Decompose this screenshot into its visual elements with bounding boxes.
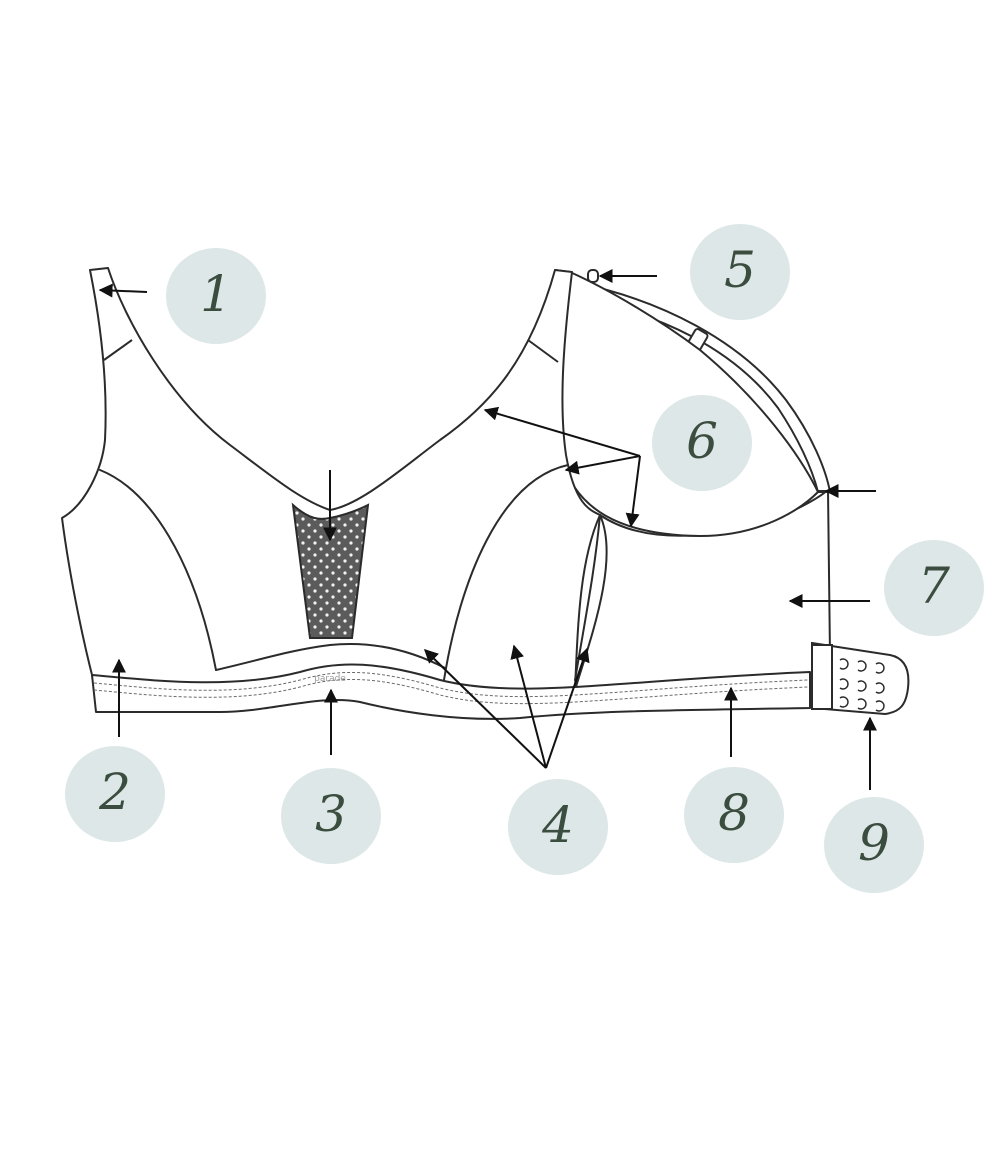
svg-text:3: 3	[315, 785, 347, 843]
callout-6: 6	[652, 395, 752, 491]
callout-group: 1 2 3 4 5 6 7 8	[65, 224, 984, 893]
underband-top-seam	[215, 643, 446, 671]
underband-stitch-line-2	[93, 678, 809, 705]
arrow-4c	[545, 647, 590, 769]
svg-text:6: 6	[686, 412, 718, 470]
callout-1: 1	[166, 248, 266, 344]
arrow-1	[98, 283, 148, 298]
leader-arrows	[98, 269, 877, 790]
svg-text:8: 8	[718, 784, 750, 842]
callout-8: 8	[684, 767, 784, 863]
right-strap-seam	[527, 339, 559, 363]
center-mesh-gore	[291, 502, 370, 639]
hook-eye-closure	[811, 641, 910, 716]
arrow-6b	[564, 455, 641, 475]
callout-2: 2	[65, 746, 165, 842]
callout-9: 9	[824, 797, 924, 893]
left-strap-seam	[103, 339, 133, 361]
callout-5: 5	[690, 224, 790, 320]
band-logo: parade	[314, 674, 346, 684]
svg-text:2: 2	[98, 763, 131, 821]
right-side-panel-seam	[443, 464, 569, 681]
underband-stitch-line-1	[93, 671, 809, 698]
callout-4: 4	[508, 779, 608, 875]
svg-text:7: 7	[918, 557, 950, 615]
underband	[91, 663, 811, 720]
back-wing-panel	[574, 489, 831, 691]
arrow-6a	[483, 406, 641, 457]
svg-text:9: 9	[858, 814, 890, 872]
callout-3: 3	[281, 768, 381, 864]
arrow-6c	[625, 455, 641, 528]
front-body	[61, 267, 601, 691]
arrow-4b	[510, 644, 547, 769]
left-side-panel-seam	[99, 469, 217, 671]
arrow-4a	[423, 649, 547, 769]
svg-text:5: 5	[724, 241, 756, 299]
callout-7: 7	[884, 540, 984, 636]
svg-text:4: 4	[541, 796, 574, 854]
svg-text:1: 1	[200, 265, 232, 323]
